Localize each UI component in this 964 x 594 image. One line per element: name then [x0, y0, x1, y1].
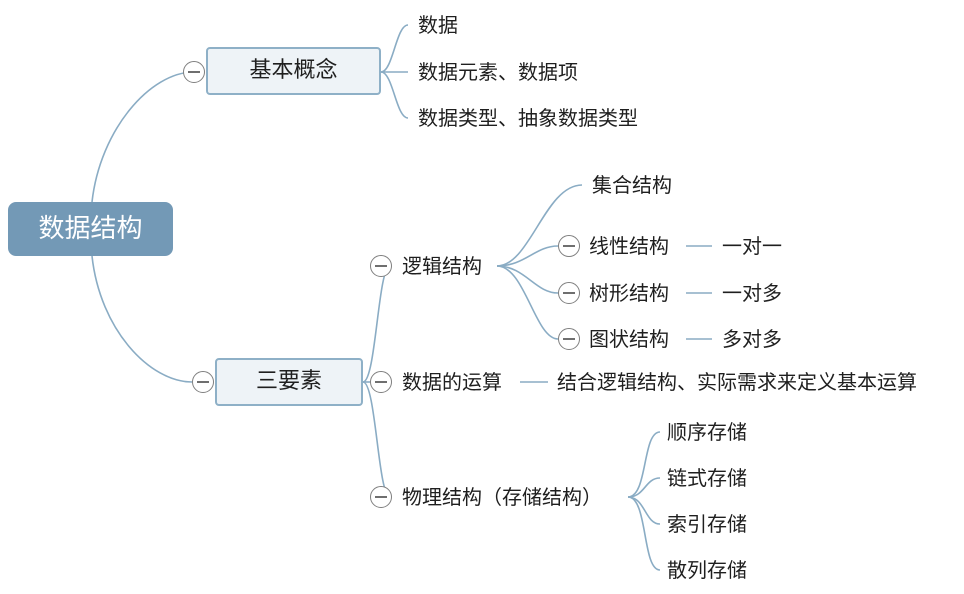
connector-logical-graph [496, 265, 559, 340]
collapse-operations-icon[interactable] [370, 371, 392, 393]
node-logical[interactable]: 逻辑结构 [402, 254, 482, 278]
node-indexed-storage[interactable]: 索引存储 [667, 512, 747, 536]
collapse-tree-icon[interactable] [558, 282, 580, 304]
node-set-structure[interactable]: 集合结构 [592, 173, 672, 197]
connector-logical-tree [496, 265, 559, 294]
node-sequential-storage[interactable]: 顺序存储 [667, 420, 747, 444]
node-graph-structure[interactable]: 图状结构 [589, 327, 669, 351]
node-tree-relation[interactable]: 一对多 [722, 281, 782, 305]
connector-elements-logical [362, 265, 391, 383]
concept-item-type[interactable]: 数据类型、抽象数据类型 [418, 106, 638, 130]
collapse-physical-icon[interactable] [370, 486, 392, 508]
connector-root-elements [91, 255, 193, 383]
connector-physical-hash [627, 496, 661, 571]
connector-physical-index [627, 496, 661, 525]
node-linear-relation[interactable]: 一对一 [722, 234, 782, 258]
concept-item-data[interactable]: 数据 [418, 13, 458, 37]
connector-elements-physical [362, 381, 391, 498]
node-graph-relation[interactable]: 多对多 [722, 327, 782, 351]
connector-physical-seq [627, 431, 661, 498]
connector-root-concepts [91, 71, 195, 203]
collapse-logical-icon[interactable] [370, 255, 392, 277]
node-operations-note[interactable]: 结合逻辑结构、实际需求来定义基本运算 [557, 370, 917, 394]
node-hashed-storage[interactable]: 散列存储 [667, 558, 747, 582]
root-node[interactable]: 数据结构 [8, 202, 173, 256]
collapse-elements-icon[interactable] [192, 371, 214, 393]
node-linked-storage[interactable]: 链式存储 [667, 466, 747, 490]
collapse-graph-icon[interactable] [558, 328, 580, 350]
connector-physical-link [627, 477, 661, 498]
node-tree-structure[interactable]: 树形结构 [589, 281, 669, 305]
connector-logical-linear [496, 245, 559, 267]
connector-concepts-type [380, 71, 409, 119]
node-physical[interactable]: 物理结构（存储结构） [402, 485, 602, 509]
branch-elements[interactable]: 三要素 [215, 358, 363, 406]
node-linear-structure[interactable]: 线性结构 [589, 234, 669, 258]
node-operations[interactable]: 数据的运算 [402, 370, 502, 394]
collapse-concepts-icon[interactable] [183, 61, 205, 83]
connector-concepts-data [380, 24, 409, 73]
collapse-linear-icon[interactable] [558, 235, 580, 257]
concept-item-element[interactable]: 数据元素、数据项 [418, 60, 578, 84]
branch-concepts[interactable]: 基本概念 [206, 47, 381, 95]
connector-logical-set [496, 184, 583, 267]
